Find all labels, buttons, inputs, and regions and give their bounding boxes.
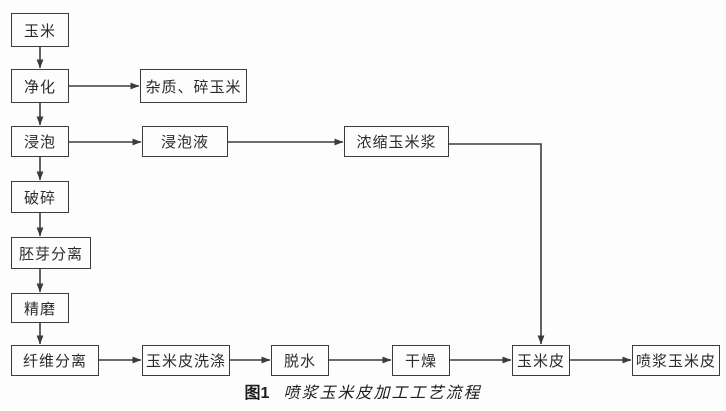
node-crush: 破碎 <box>11 181 69 213</box>
figure-caption: 图1 喷浆玉米皮加工工艺流程 <box>0 379 726 403</box>
node-soak: 浸泡 <box>11 126 69 157</box>
node-corn-husk: 玉米皮 <box>512 345 570 376</box>
node-germ-separation: 胚芽分离 <box>11 237 91 269</box>
node-corn: 玉米 <box>11 13 69 47</box>
node-impurities: 杂质、碎玉米 <box>140 69 247 103</box>
arrow-steep-to-cornhusk-elbow <box>449 143 545 345</box>
figure-title: 喷浆玉米皮加工工艺流程 <box>283 383 482 402</box>
node-fine-grinding: 精磨 <box>11 293 69 323</box>
node-fiber-separation: 纤维分离 <box>11 345 99 376</box>
node-husk-washing: 玉米皮洗涤 <box>142 345 230 376</box>
node-purify: 净化 <box>11 69 69 103</box>
node-concentrated-steep: 浓缩玉米浆 <box>344 126 449 157</box>
node-sprayed-corn-husk: 喷浆玉米皮 <box>632 345 720 376</box>
node-soak-liquid: 浸泡液 <box>142 126 228 157</box>
node-dewatering: 脱水 <box>271 345 329 376</box>
node-drying: 干燥 <box>392 345 450 376</box>
figure-number: 图1 <box>244 385 270 402</box>
